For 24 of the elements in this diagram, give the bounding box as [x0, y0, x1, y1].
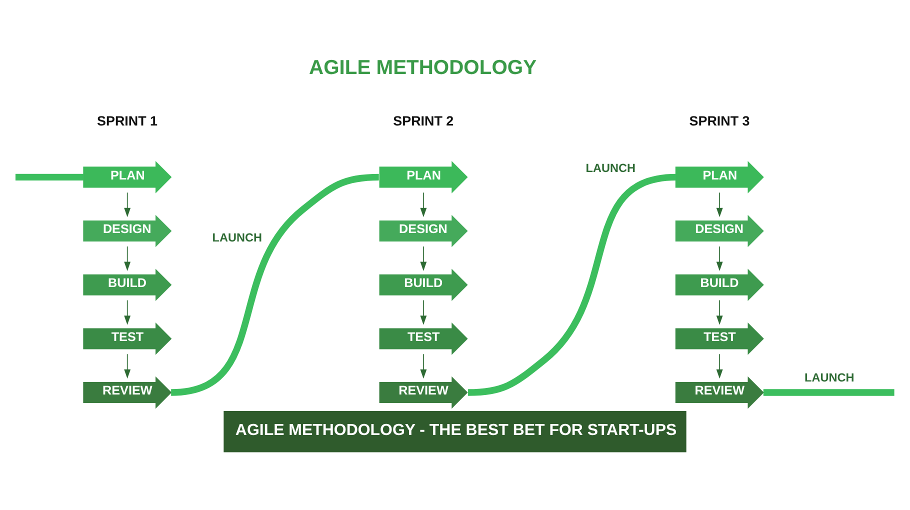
label: SPRINT 3 — [689, 114, 750, 129]
arrow — [124, 246, 131, 271]
arrow — [420, 192, 427, 218]
diagram-title: AGILE METHODOLOGY — [309, 56, 537, 79]
arrow — [124, 192, 131, 218]
edge-label: LAUNCH — [804, 371, 854, 384]
label: SPRINT 2 — [393, 114, 454, 129]
arrow — [420, 246, 427, 271]
arrow — [716, 300, 723, 325]
connector — [763, 389, 894, 396]
arrow — [716, 354, 723, 379]
arrow — [420, 354, 427, 379]
label: SPRINT 1 — [97, 114, 158, 129]
arrow — [420, 300, 427, 325]
connector — [170, 174, 379, 396]
caption: AGILE METHODOLOGY - THE BEST BET FOR START-UPS — [235, 422, 677, 440]
arrow — [716, 246, 723, 271]
arrow — [124, 300, 131, 325]
edge-label: LAUNCH — [212, 232, 262, 245]
connector — [16, 174, 84, 181]
arrow — [124, 354, 131, 379]
connector — [468, 174, 676, 396]
arrow — [716, 192, 723, 218]
edge-label: LAUNCH — [586, 162, 636, 175]
